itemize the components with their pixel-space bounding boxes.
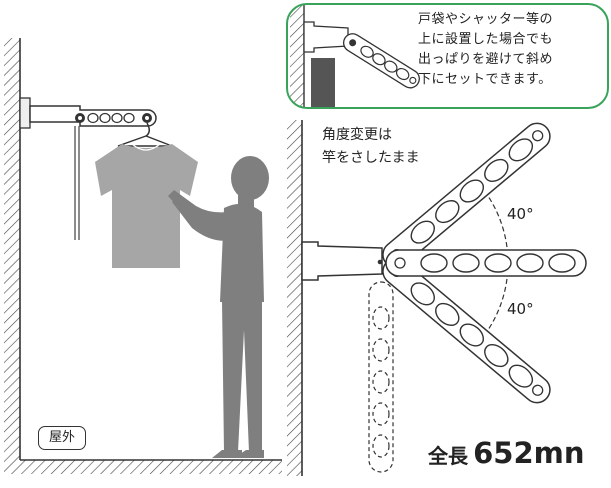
total-length-value: 652mn [473,436,585,470]
rack-arm-lower [382,257,551,404]
left-wall-hatch [4,38,20,474]
callout-text: 戸袋やシャッター等の 上に設置した場合でも 出っぱりを避けて斜め 下にセットでき… [418,10,608,90]
rack-arm-vertical-dashed [368,281,394,473]
callout-line: 出っぱりを避けて斜め [418,52,554,67]
angle-label-lower: 40° [507,300,534,318]
total-length-prefix: 全長 [428,444,468,468]
rack-arm-horizontal [385,249,587,277]
callout-box [286,3,609,109]
wall-bracket [19,97,31,129]
angle-note-line: 角度変更は [322,127,392,143]
angle-change-note: 角度変更は 竿をさしたまま [322,124,420,170]
shirt-on-hanger [95,122,198,268]
floor-hatch [20,460,282,474]
location-badge: 屋外 [38,426,86,450]
rack-arm-upper [382,122,551,269]
person-silhouette [168,156,269,458]
right-scene [287,120,587,476]
left-scene [4,38,282,474]
wall-bracket-right [301,241,383,281]
callout-line: 戸袋やシャッター等の [418,12,554,27]
callout-line: 上に設置した場合でも [418,32,554,47]
total-length-label: 全長 652mn [428,436,585,470]
right-wall-hatch [287,120,302,476]
angle-note-line: 竿をさしたまま [322,150,420,166]
callout-line: 下にセットできます。 [418,72,552,87]
angle-label-upper: 40° [507,205,534,223]
drying-rack-arm [29,105,157,127]
